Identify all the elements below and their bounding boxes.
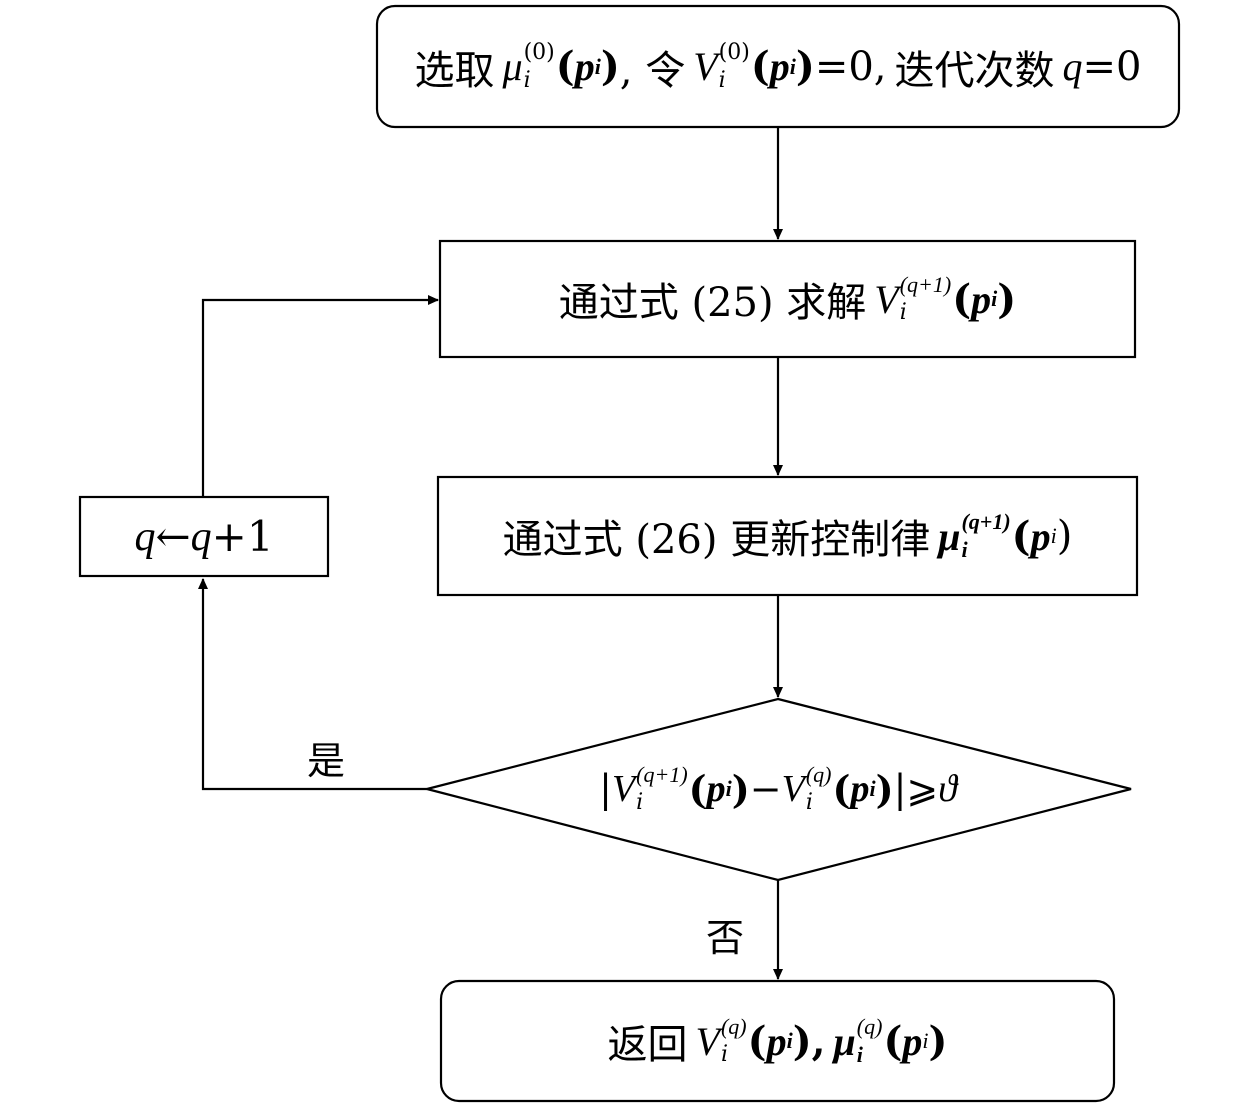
- end-V-p-sub: i: [786, 1028, 793, 1053]
- decision-open1: (: [688, 766, 707, 812]
- solve-V-indices: (q+1) i: [900, 274, 952, 324]
- start-V-p-sub: i: [789, 53, 796, 79]
- update-p-sub: i: [1050, 523, 1057, 548]
- update-p: p: [1030, 513, 1051, 559]
- update-box-border: [436, 475, 1139, 597]
- solve-prefix: 通过式 (25) 求解: [558, 280, 867, 326]
- solve-V-symbol: V: [874, 276, 899, 322]
- end-mu-open: (: [883, 1017, 903, 1065]
- arrow-decision-yes-to-increment: [198, 578, 427, 791]
- end-mu-sub: i: [856, 1042, 863, 1067]
- start-eq-zero: =0,: [814, 43, 887, 90]
- solve-V-sup: (q+1): [899, 272, 952, 297]
- start-q-eq-zero: =0: [1082, 43, 1142, 90]
- start-V-indices: (0)i: [718, 39, 750, 93]
- decision-V1-sup: (q+1): [636, 762, 688, 787]
- increment-plus-one: +1: [211, 512, 274, 561]
- end-V-p: p: [766, 1018, 787, 1064]
- end-V-sub: i: [720, 1042, 729, 1067]
- update-mu-sub: i: [961, 537, 968, 562]
- edge-label-no: 否: [706, 916, 745, 960]
- update-close: ): [1056, 513, 1073, 559]
- start-mu-indices: (0)i: [523, 39, 555, 93]
- start-prefix: 选取: [414, 47, 495, 94]
- start-comma-ling: , 令: [619, 47, 686, 94]
- increment-q-left: q: [134, 513, 156, 560]
- end-prefix: 返回: [607, 1022, 688, 1068]
- end-mu-p-sub: i: [922, 1028, 929, 1053]
- decision-V2-indices: (q) i: [806, 764, 832, 814]
- increment-arrow: ←: [155, 512, 191, 561]
- start-q: q: [1062, 44, 1083, 89]
- end-mu-indices: (q) i: [857, 1016, 883, 1066]
- start-V-symbol: V: [693, 44, 718, 89]
- decision-V1-symbol: V: [611, 768, 636, 810]
- start-mu-sub: i: [523, 67, 531, 93]
- update-mu-sup: (q+1): [961, 509, 1011, 534]
- end-mu-symbol: μ: [833, 1018, 856, 1064]
- decision-geq: ⩾: [906, 767, 939, 811]
- solve-V-sub: i: [899, 300, 907, 325]
- end-V-indices: (q) i: [721, 1016, 747, 1066]
- start-mu-p-sub: i: [594, 53, 601, 79]
- start-V-p: p: [769, 44, 790, 89]
- decision-V2-sup: (q): [805, 762, 832, 787]
- decision-p2: p: [850, 768, 870, 810]
- start-V-open: (: [750, 43, 770, 90]
- end-V-close: ),: [792, 1017, 826, 1065]
- end-V-open: (: [747, 1017, 767, 1065]
- decision-open2: (: [832, 766, 851, 812]
- start-V-close: ): [795, 43, 815, 90]
- solve-open: (: [952, 275, 972, 323]
- solve-close: ): [997, 275, 1017, 323]
- end-V-sup: (q): [720, 1014, 747, 1039]
- end-box-border: [439, 979, 1116, 1103]
- end-mu-sup: (q): [856, 1014, 883, 1039]
- start-mu-open: (: [555, 43, 575, 90]
- arrow-increment-to-solve: [201, 295, 439, 497]
- end-mu-close: ): [928, 1017, 948, 1065]
- decision-bar-close: |: [893, 767, 907, 811]
- decision-V2-symbol: V: [781, 768, 805, 810]
- update-open: (: [1011, 512, 1031, 560]
- start-mu-sup: (0): [523, 39, 555, 65]
- solve-box-border: [438, 239, 1137, 359]
- decision-theta: ϑ: [938, 768, 957, 810]
- update-mu-indices: (q+1) i: [961, 511, 1010, 561]
- start-iter-text: 迭代次数: [894, 47, 1055, 94]
- decision-minus: −: [749, 767, 782, 811]
- decision-V1-indices: (q+1) i: [636, 764, 688, 814]
- start-mu-close: ): [600, 43, 620, 90]
- decision-p1-sub: i: [725, 776, 732, 801]
- decision-V1-sub: i: [636, 790, 644, 815]
- decision-close2: ): [875, 766, 894, 812]
- decision-close1: ): [731, 766, 750, 812]
- decision-p2-sub: i: [869, 776, 876, 801]
- decision-p1: p: [706, 768, 726, 810]
- increment-q-right: q: [190, 513, 212, 560]
- solve-p-sub: i: [991, 286, 998, 311]
- solve-p: p: [971, 276, 992, 322]
- start-mu-p: p: [574, 44, 595, 89]
- edge-label-yes: 是: [307, 739, 346, 783]
- start-V-sub: i: [718, 67, 726, 93]
- end-mu-p: p: [902, 1018, 923, 1064]
- start-V-sup: (0): [718, 39, 750, 65]
- start-mu-symbol: μ: [502, 44, 523, 89]
- update-mu-symbol: μ: [938, 513, 961, 559]
- increment-node: q←q+1: [80, 497, 328, 576]
- decision-V2-sub: i: [805, 790, 813, 815]
- decision-bar-open: |: [599, 767, 612, 811]
- update-prefix: 通过式 (26) 更新控制律: [502, 517, 931, 563]
- end-V-symbol: V: [695, 1018, 720, 1064]
